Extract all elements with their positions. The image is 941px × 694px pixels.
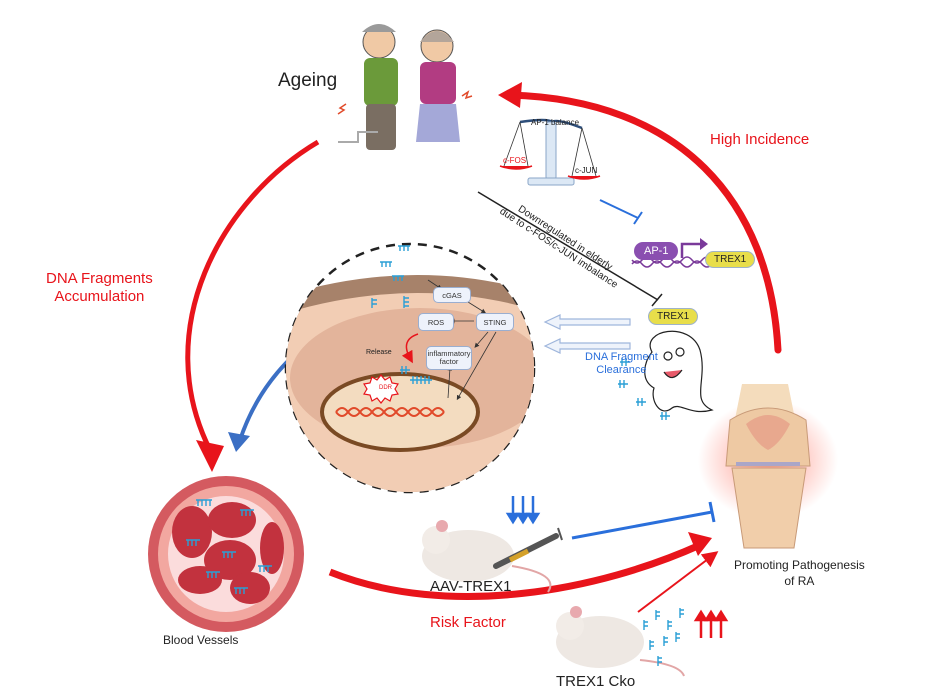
dna-accumulation-arrowhead (196, 440, 224, 472)
cko-mouse-illustration (556, 606, 685, 677)
sting-box: STING (476, 313, 514, 331)
ageing-label: Ageing (278, 70, 338, 91)
aav-inhibit-line (571, 510, 713, 540)
dna-clearance-line2: Clearance (596, 364, 647, 376)
cko-dna-fragments (643, 608, 684, 666)
risk-factor-label: Risk Factor (430, 614, 506, 631)
dna-fragments (371, 245, 432, 384)
blood-vessel-illustration (148, 476, 304, 632)
ddr-burst (363, 374, 399, 404)
promoting-ra-label: Promoting Pathogenesis of RA (734, 557, 865, 589)
clearance-arrows (543, 314, 631, 354)
cell-zoom-view (284, 242, 536, 494)
dna-clearance-line1: DNA Fragment (585, 351, 658, 363)
ghost-illustration (644, 330, 714, 412)
high-incidence-arrow (506, 91, 782, 354)
ddr-label: DDR (379, 385, 392, 391)
up-arrows-icon (693, 609, 729, 638)
syringe-icon (493, 527, 563, 569)
high-incidence-label: High Incidence (710, 131, 810, 148)
inflammatory-factor-box: inflammatory factor (426, 346, 472, 370)
aav-trex1-label: AAV-TREX1 (430, 578, 512, 595)
cell-release-arrowhead (228, 432, 250, 452)
balance-cjun: c-JUN (575, 166, 598, 175)
cgas-box: cGAS (433, 287, 471, 303)
trex1-ghost-pill: TREX1 (648, 308, 699, 325)
dna-clearance-label: DNA Fragment Clearance (585, 351, 658, 377)
balance-inhibit-line (599, 199, 639, 219)
downregulated-inhibit-line (477, 191, 659, 301)
aav-mouse-illustration (422, 520, 552, 593)
ap1-balance-scale (499, 118, 601, 186)
inflammatory-line1: inflammatory (427, 349, 471, 358)
release-label: Release (366, 349, 392, 356)
ghost-dna-fragments (618, 358, 670, 420)
balance-cfos: c-FOS (503, 156, 527, 165)
risk-factor-arrow (328, 541, 702, 600)
high-incidence-arrowhead (498, 82, 522, 108)
promoting-line2: of RA (784, 574, 815, 588)
ap1-pill: AP-1 (634, 242, 679, 260)
inflammatory-line2: factor (439, 357, 459, 366)
balance-title: AP-1 balance (531, 118, 580, 127)
risk-factor-arrowhead (688, 532, 712, 556)
promoting-line1: Promoting Pathogenesis (734, 558, 865, 572)
trex1-cko-label: TREX1 Cko (556, 673, 636, 690)
dna-accumulation-label: DNA Fragments Accumulation (46, 270, 153, 306)
trex1-gene-pill: TREX1 (705, 251, 756, 268)
ros-box: ROS (418, 313, 454, 331)
dna-accumulation-line2: Accumulation (54, 288, 145, 305)
blood-vessels-label: Blood Vessels (163, 633, 239, 647)
knee-joint-illustration (698, 384, 838, 549)
dna-accumulation-line1: DNA Fragments (46, 270, 153, 287)
cko-arrow (637, 551, 719, 613)
elderly-couple-illustration (337, 24, 473, 150)
dna-accumulation-arrow (185, 139, 320, 452)
down-arrows-icon (505, 496, 541, 525)
